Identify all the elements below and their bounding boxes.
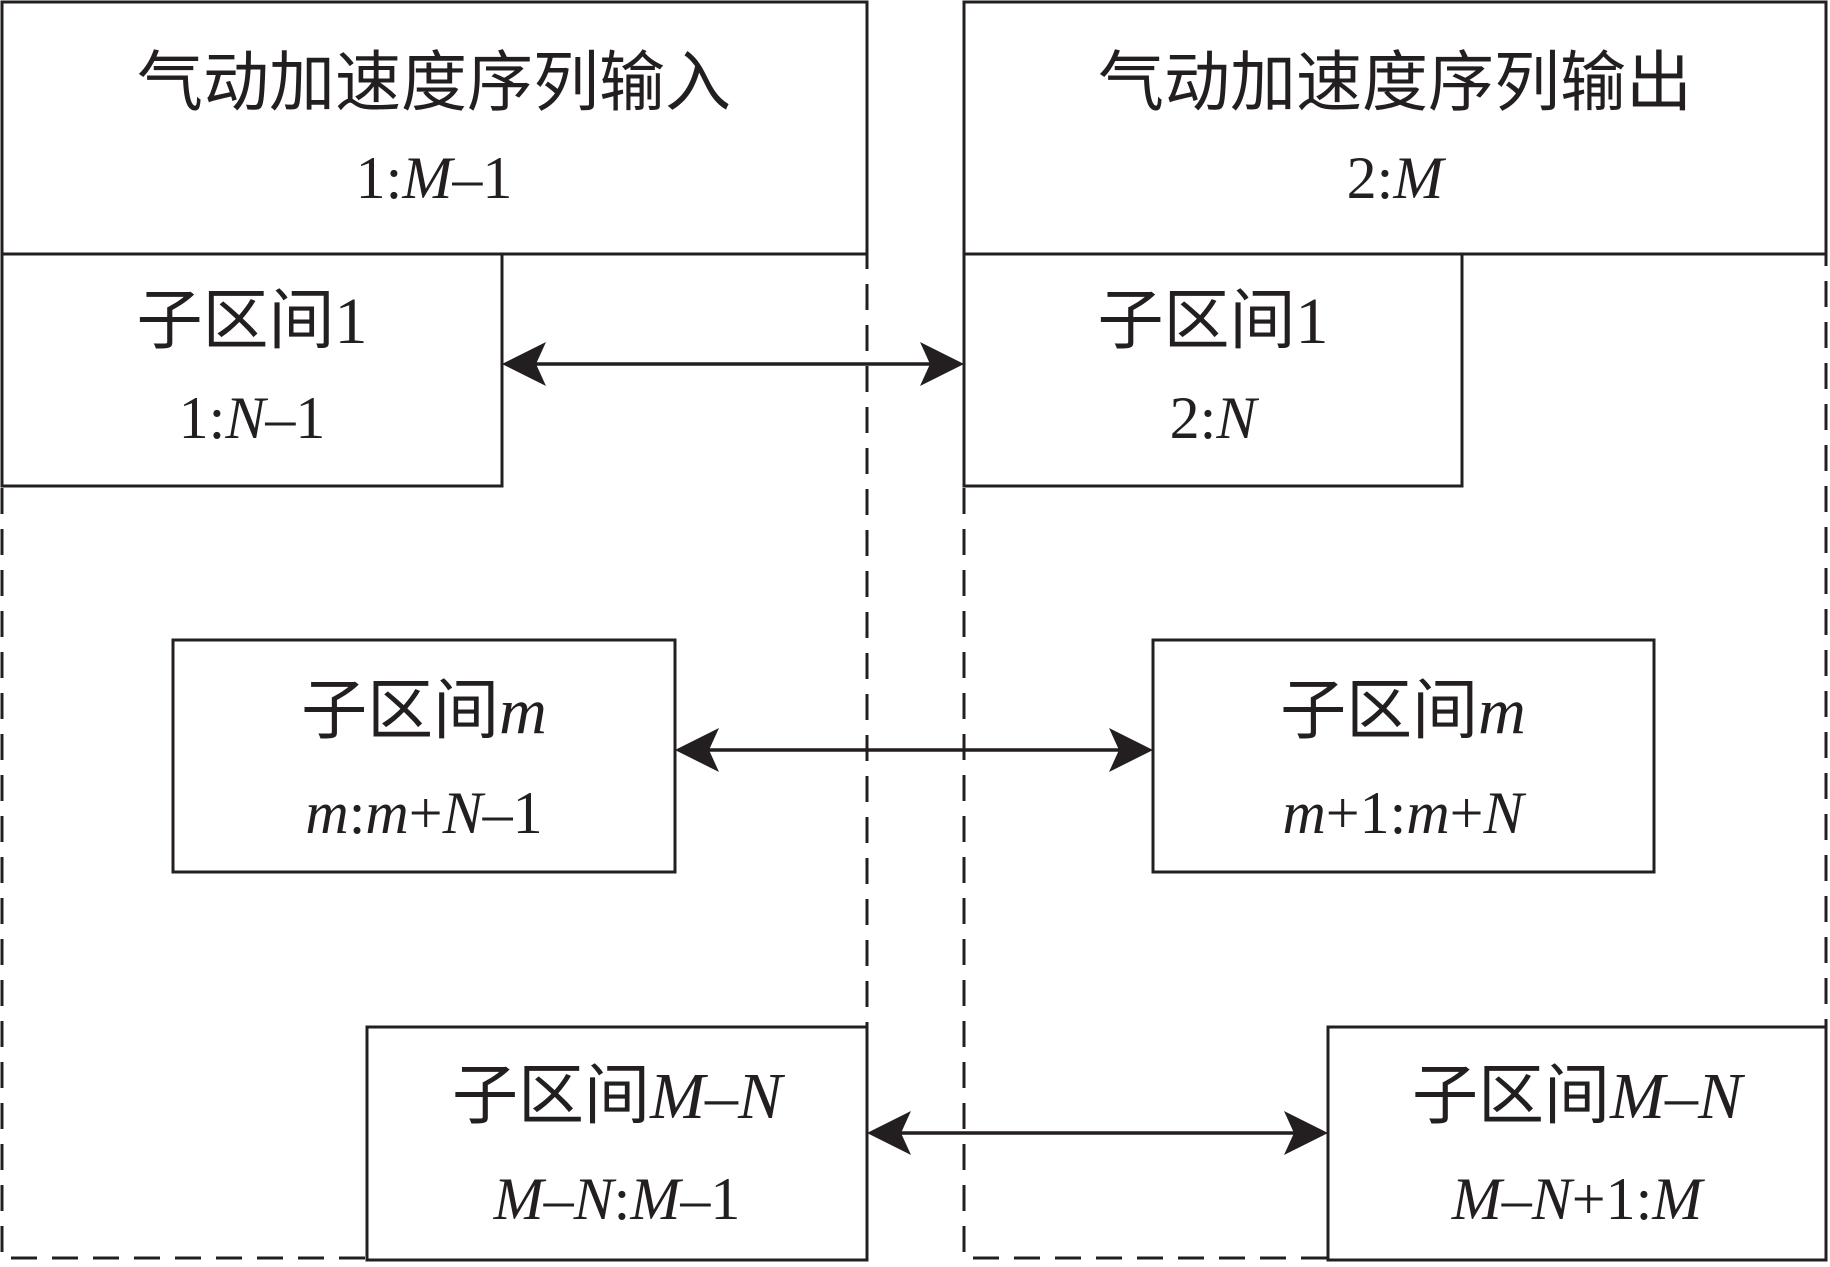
left-subinterval-M-N-range: M–N:M–1 xyxy=(493,1166,741,1232)
right-subinterval-M-N-range: M–N+1:M xyxy=(1451,1166,1706,1232)
output-header-title: 气动加速度序列输出 xyxy=(1098,47,1692,120)
left-subinterval-1-label: 子区间1 xyxy=(137,285,368,358)
output-sequence-header: 气动加速度序列输出 2:M xyxy=(962,0,1828,256)
input-sequence-header: 气动加速度序列输入 1:M–1 xyxy=(0,0,869,256)
right-subinterval-m-range: m+1:m+N xyxy=(1282,780,1526,846)
right-subinterval-1-range: 2:N xyxy=(1170,385,1260,451)
arrow-subinterval-M-N xyxy=(867,1111,1328,1155)
left-subinterval-M-N-label: 子区间M–N xyxy=(452,1060,786,1133)
left-subinterval-m-range: m:m+N–1 xyxy=(305,780,542,846)
output-header-range: 2:M xyxy=(1347,145,1447,211)
right-subinterval-1-label: 子区间1 xyxy=(1098,285,1329,358)
left-subinterval-1-range: 1:N–1 xyxy=(179,385,326,451)
right-subinterval-M-N-label: 子区间M–N xyxy=(1412,1060,1746,1133)
arrow-subinterval-m xyxy=(675,728,1153,772)
right-subinterval-m-label: 子区间m xyxy=(1280,675,1526,748)
input-header-title: 气动加速度序列输入 xyxy=(137,47,731,120)
right-subinterval-m: 子区间m m+1:m+N xyxy=(1151,638,1656,874)
right-subinterval-1: 子区间1 2:N xyxy=(962,252,1464,488)
left-subinterval-m-label: 子区间m xyxy=(301,675,547,748)
left-subinterval-M-N: 子区间M–N M–N:M–1 xyxy=(365,1025,869,1262)
right-subinterval-M-N: 子区间M–N M–N+1:M xyxy=(1326,1025,1828,1262)
left-subinterval-1: 子区间1 1:N–1 xyxy=(0,252,504,488)
arrow-subinterval-1 xyxy=(502,342,964,386)
left-subinterval-m: 子区间m m:m+N–1 xyxy=(171,638,677,874)
input-header-range: 1:M–1 xyxy=(356,145,513,211)
